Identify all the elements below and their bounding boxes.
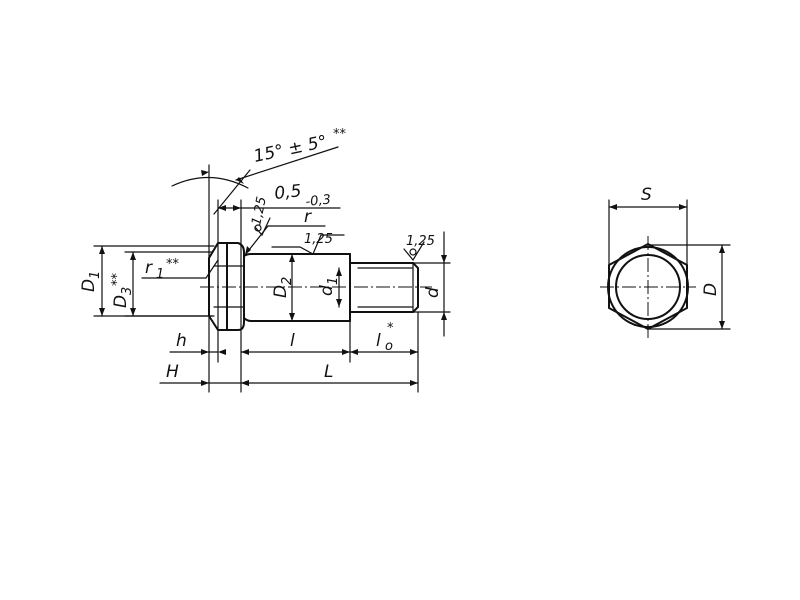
angle-ref-line <box>213 169 251 215</box>
roughness-circle <box>254 224 262 232</box>
h-label: h <box>176 331 187 351</box>
dimension-lines <box>99 146 447 386</box>
d1-label-group: D 1 <box>79 271 103 292</box>
r1-note: ** <box>166 257 180 272</box>
dim-angle-arc <box>171 176 249 189</box>
side-view-labels: 15° ± 5° ** 0,5 -0,3 r 1,25 1,25 1,25 r … <box>79 127 443 382</box>
D1-subscript: 1 <box>88 271 103 279</box>
d-label: d <box>423 287 443 298</box>
D-label: D <box>701 283 721 296</box>
r-label: r <box>304 207 312 227</box>
roughness-radius-value: 1,25 <box>249 195 270 226</box>
r1-label: r <box>145 258 153 278</box>
r1-subscript: 1 <box>156 267 164 282</box>
l0-subscript: o <box>385 339 393 354</box>
d1-label: d <box>317 285 337 296</box>
dd1-label-group: d 1 <box>317 277 341 296</box>
head-fillet <box>243 317 252 322</box>
r1-leader-tip <box>205 259 219 279</box>
L-label: L <box>324 362 333 382</box>
S-label: S <box>641 185 652 205</box>
roughness-symbol-shank <box>271 234 345 255</box>
l-label: l <box>290 331 295 351</box>
H-label: H <box>166 362 179 382</box>
roughness-symbol-thread <box>403 241 425 262</box>
D2-label: D <box>271 285 291 298</box>
d3-label-group: D 3 ** <box>110 273 135 309</box>
roughness-shank-value: 1,25 <box>304 232 333 247</box>
D3-note: ** <box>110 273 125 287</box>
chamfer-label: 0,5 <box>273 181 302 204</box>
l0-label: l <box>376 331 381 351</box>
bolt-end-view: S D <box>600 185 731 338</box>
D2-subscript: 2 <box>280 277 295 285</box>
d1-subscript: 1 <box>326 277 341 285</box>
roughness-symbols <box>254 217 425 262</box>
roughness-symbol-radius <box>254 217 271 237</box>
roughness-circle <box>409 248 417 256</box>
D3-subscript: 3 <box>120 287 135 295</box>
D3-label: D <box>111 295 131 308</box>
d2-label-group: D 2 <box>271 277 295 298</box>
thread-chamfer-end <box>412 262 419 313</box>
l0-note: * <box>387 321 394 336</box>
D1-label: D <box>79 279 99 292</box>
chamfer-tolerance: -0,3 <box>305 192 332 210</box>
angle-label: 15° ± 5° <box>252 132 329 167</box>
roughness-thread-value: 1,25 <box>406 234 435 249</box>
angle-leader <box>235 146 339 181</box>
angle-note: ** <box>333 127 347 142</box>
bolt-side-view <box>200 242 432 331</box>
